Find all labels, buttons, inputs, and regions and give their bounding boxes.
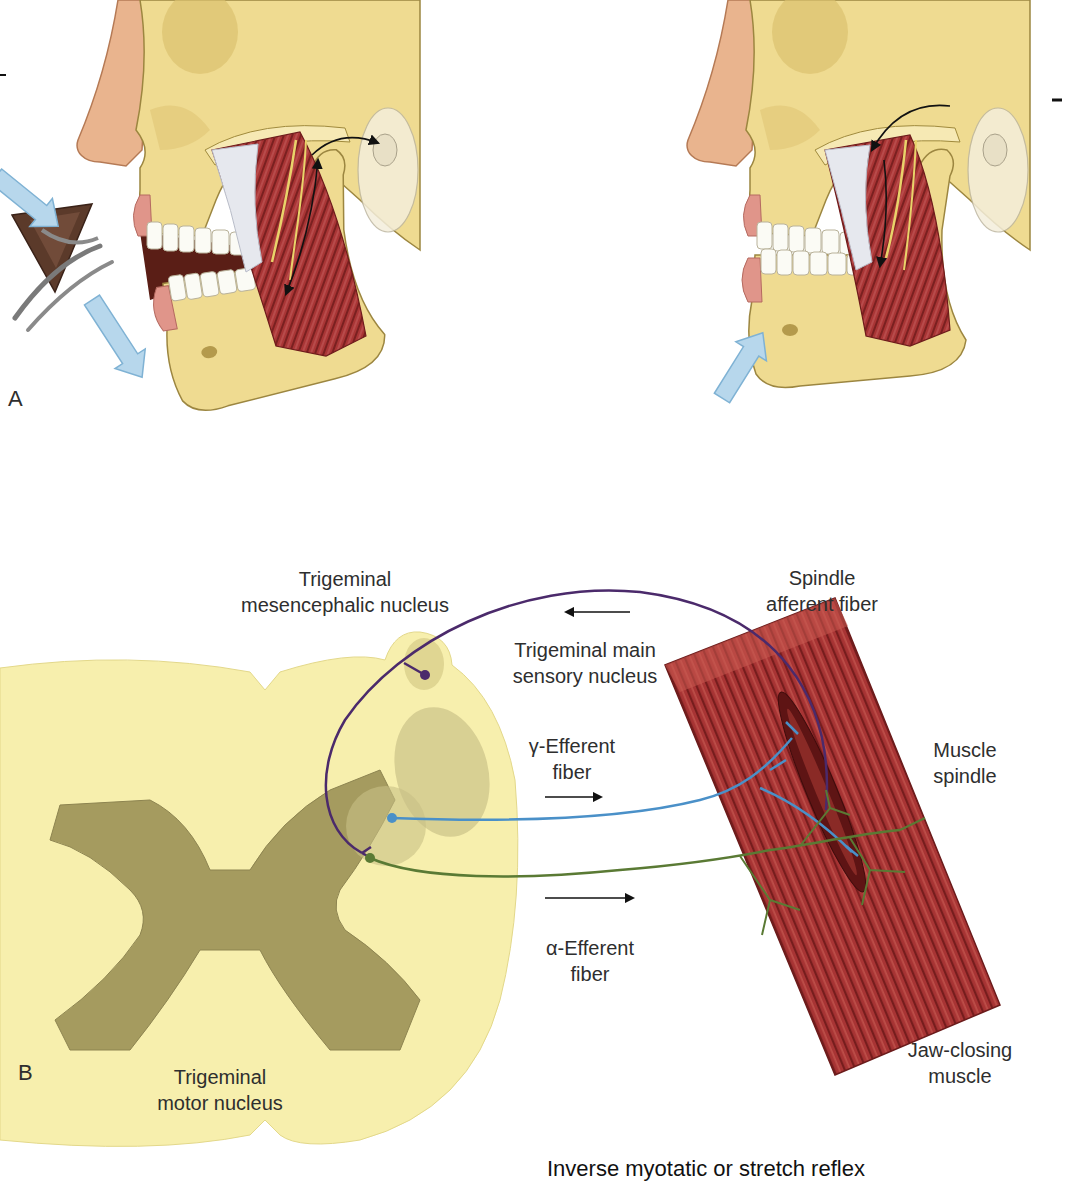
alpha-motor-neuron (365, 853, 375, 863)
masseter-tendon (825, 145, 872, 270)
panel-letter: A (8, 386, 38, 412)
brainstem-section (0, 632, 518, 1147)
structure-label: Trigeminal mesencephalic nucleus (233, 566, 457, 618)
structure-label: Muscle spindle (919, 737, 1011, 789)
edge-mark (1052, 99, 1062, 102)
nerve-branch (272, 140, 296, 262)
alpha-terminal (740, 790, 925, 935)
jaw-closing-muscle (665, 598, 1000, 1075)
force-arrow (77, 290, 157, 387)
masseter-muscle (212, 132, 366, 356)
direction-arrow (545, 796, 601, 798)
skull-open (0, 0, 420, 416)
motor-nucleus (346, 786, 426, 866)
edge-mark (0, 74, 6, 76)
cell-body (420, 670, 430, 680)
panel-letter: B (18, 1060, 48, 1086)
fiber-label: Spindle afferent fiber (759, 565, 885, 617)
skull-closed (687, 0, 1030, 408)
fiber-label: γ-Efferent fiber (520, 733, 624, 785)
fiber-label: α-Efferent fiber (538, 935, 642, 987)
force-arrow (707, 323, 778, 407)
nerve-branch (886, 140, 906, 258)
gamma-terminal (770, 722, 858, 856)
muscle-body (665, 598, 1000, 1075)
gamma-efferent-branch (760, 788, 852, 852)
structure-label: Trigeminal motor nucleus (148, 1064, 292, 1116)
structure-label: Trigeminal main sensory nucleus (504, 637, 666, 689)
gamma-motor-neuron (387, 813, 397, 823)
motion-arrow (286, 160, 318, 294)
direction-arrow (566, 611, 630, 613)
motion-arrow (872, 105, 950, 150)
structure-label: Jaw-closing muscle (898, 1037, 1022, 1089)
muscle-spindle (767, 686, 877, 897)
nerve-branch (904, 140, 916, 270)
alpha-efferent-fiber (370, 830, 900, 876)
masseter-muscle (825, 135, 950, 346)
figure-caption: Inverse myotatic or stretch reflex (547, 1155, 865, 1183)
spindle-fiber (782, 707, 862, 878)
masseter-tendon (212, 144, 262, 272)
spindle-afferent-fiber (326, 590, 827, 853)
hammer-cable (42, 230, 98, 243)
motion-arrow (312, 138, 378, 155)
motion-arrow (880, 160, 886, 266)
direction-arrow (545, 897, 633, 899)
nerve-fibers (326, 590, 925, 935)
brainstem-white-matter (0, 632, 518, 1147)
force-arrow (0, 162, 69, 240)
